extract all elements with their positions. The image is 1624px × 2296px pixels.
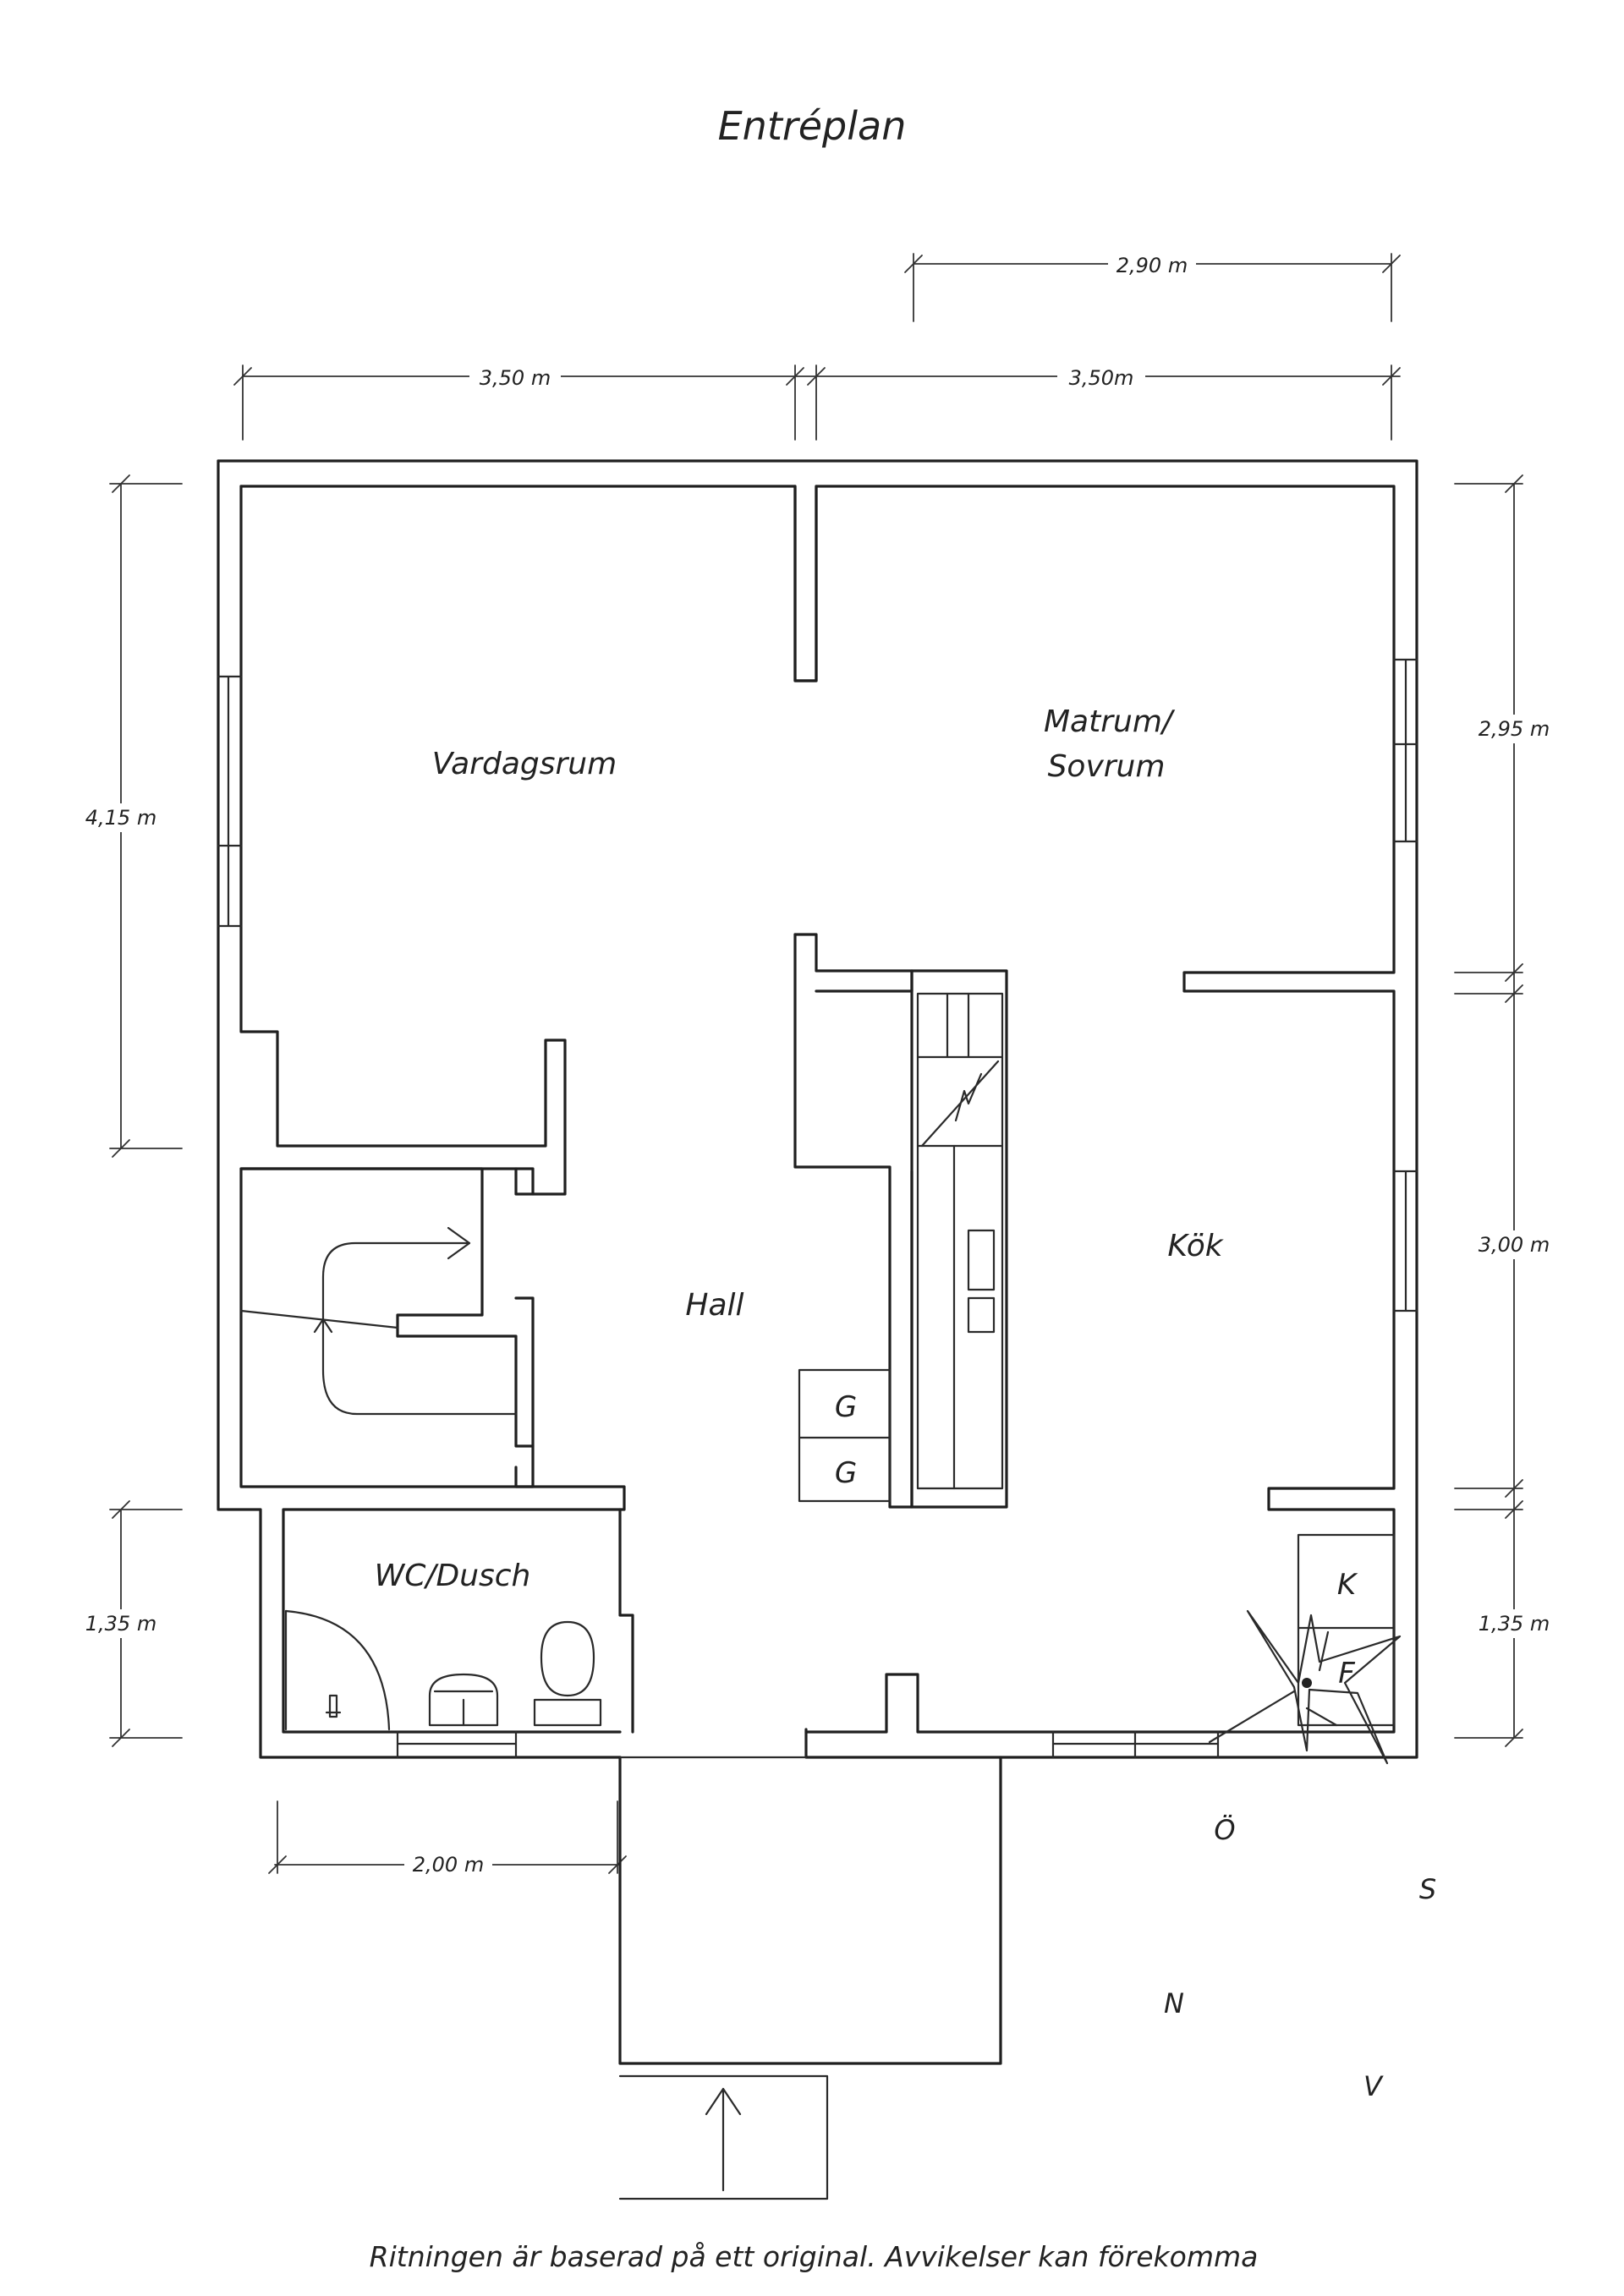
appliance-f: F bbox=[1338, 1657, 1355, 1690]
walls bbox=[217, 459, 1418, 2200]
dim-right-lower: 1,35 m bbox=[1479, 1612, 1550, 1636]
appliance-g-2: G bbox=[835, 1456, 857, 1490]
dim-top-mid: 3,50m bbox=[1069, 366, 1134, 390]
dim-left-lower: 1,35 m bbox=[85, 1612, 156, 1636]
bathroom-fixtures bbox=[284, 1609, 602, 1731]
plan-title: Entréplan bbox=[718, 103, 907, 149]
compass-o: Ö bbox=[1214, 1814, 1235, 1846]
appliance-g-1: G bbox=[835, 1390, 857, 1424]
dim-bottom: 2,00 m bbox=[413, 1853, 484, 1877]
staircase bbox=[239, 1226, 518, 1416]
room-kok: Kök bbox=[1167, 1229, 1224, 1263]
entrance-arrow bbox=[705, 2087, 742, 2192]
compass-n: N bbox=[1164, 1987, 1184, 2019]
dim-left-upper: 4,15 m bbox=[85, 806, 156, 830]
compass-s: S bbox=[1419, 1873, 1436, 1905]
appliance-k: K bbox=[1337, 1568, 1358, 1602]
room-vardagsrum: Vardagsrum bbox=[432, 747, 617, 781]
compass-v: V bbox=[1363, 2070, 1384, 2102]
dim-top-right: 2,90 m bbox=[1116, 254, 1188, 277]
room-sovrum: Sovrum bbox=[1048, 749, 1166, 784]
dimension-labels: 2,90 m 3,50 m 3,50m 4,15 m 1,35 m 2,95 m… bbox=[74, 252, 1561, 1877]
room-matrum: Matrum/ bbox=[1044, 704, 1176, 739]
dim-right-upper: 2,95 m bbox=[1479, 717, 1550, 741]
compass-star-icon bbox=[1208, 1609, 1402, 1765]
windows bbox=[217, 658, 1418, 1759]
footer-note: Ritningen är baserad på ett original. Av… bbox=[370, 2240, 1259, 2273]
dim-right-middle: 3,00 m bbox=[1479, 1233, 1550, 1257]
room-hall: Hall bbox=[685, 1288, 743, 1323]
kitchen-counter bbox=[910, 969, 1008, 1509]
dim-top-left: 3,50 m bbox=[480, 366, 551, 390]
room-wc-dusch: WC/Dusch bbox=[375, 1559, 531, 1593]
